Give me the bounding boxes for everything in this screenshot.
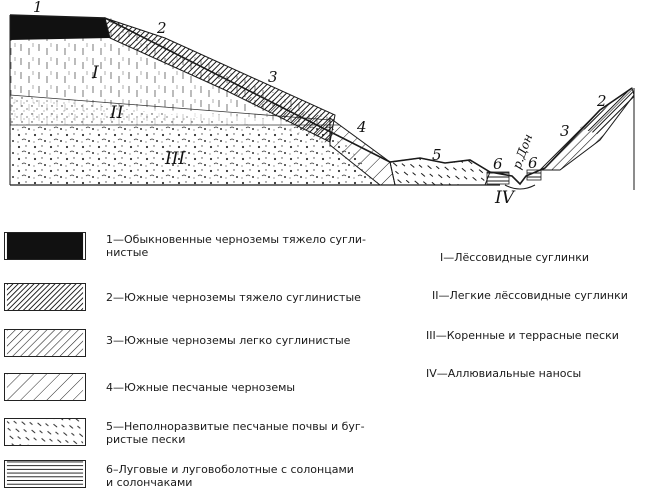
legend-swatch-5 (4, 418, 86, 446)
legend-item-6: 6–Луговые и луговоболотные с солонцами и… (4, 460, 386, 489)
legend-text-4: 4—Южные песчаные черноземы (106, 381, 296, 394)
soil-number-6-right: 6 (528, 154, 538, 172)
legend-text-6b: и солончаками (106, 476, 193, 489)
soil-number-5: 5 (432, 146, 442, 164)
legend-text-2: 2—Южные черноземы тяжело суглинистые (106, 291, 361, 304)
layer-legend-iv: IV—Аллювиальные наносы (426, 367, 582, 380)
soil-number-2: 2 (156, 19, 167, 37)
legend-item-1: 1—Обыкновенные черноземы тяжело сугли- н… (4, 232, 386, 260)
soil-number-3: 3 (268, 68, 278, 86)
layer-label-i: I (91, 63, 99, 83)
legend-item-5: 5—Неполноразвитые песчаные почвы и буг- … (4, 418, 386, 446)
legend-swatch-3 (4, 329, 86, 357)
layer-label-ii: II (109, 103, 124, 123)
soil-profile-diagram: I II III IV 1 2 3 4 5 6 6 3 2 р.Дон (9, 0, 635, 208)
legend-swatch-1 (4, 232, 86, 260)
legend-text-5a: 5—Неполноразвитые песчаные почвы и буг- (106, 420, 365, 433)
soil-number-3-right: 3 (560, 122, 570, 140)
soil-number-6-left: 6 (493, 155, 503, 173)
layer-legend-iii: III—Коренные и террасные пески (426, 329, 619, 342)
legend-text-6a: 6–Луговые и луговоболотные с солонцами (106, 463, 354, 476)
soil-number-4: 4 (356, 118, 367, 136)
legend-item-2: 2—Южные черноземы тяжело суглинистые (4, 283, 386, 311)
legend-text-1b: нистые (106, 246, 149, 259)
layer-legend-ii: II—Легкие лёссовидные суглинки (432, 289, 628, 302)
legend-swatch-6 (4, 460, 86, 488)
soil-number-2-right: 2 (596, 92, 607, 110)
legend-item-3: 3—Южные черноземы легко суглинистые (4, 329, 386, 357)
layer-label-iii: III (164, 149, 185, 169)
legend-swatch-4 (4, 373, 86, 401)
legend-text-3: 3—Южные черноземы легко суглинистые (106, 334, 351, 347)
soil-number-1: 1 (33, 0, 43, 16)
layer-legend-i: I—Лёссовидные суглинки (440, 251, 589, 264)
legend-item-4: 4—Южные песчаные черноземы (4, 373, 386, 401)
legend-text-1a: 1—Обыкновенные черноземы тяжело сугли- (106, 233, 366, 246)
legend-text-5b: ристые пески (106, 433, 186, 446)
legend-swatch-2 (4, 283, 86, 311)
layer-label-iv: IV (494, 188, 516, 208)
